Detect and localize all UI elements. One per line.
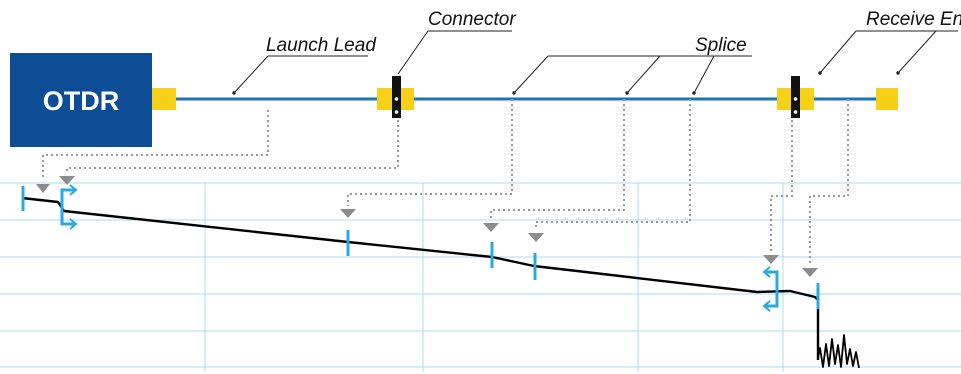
event-triangle (483, 223, 499, 232)
event-leaders (42, 99, 849, 266)
otdr-label: OTDR (43, 86, 120, 116)
receive-end-pad (876, 88, 898, 110)
blue-event-markers (21, 184, 820, 312)
receive-leader-2 (897, 30, 937, 74)
event-leader-splice-3 (535, 99, 691, 230)
otdr-noise (817, 334, 860, 369)
event-leader-launch-connector (66, 120, 399, 172)
label-splice: Splice (513, 35, 752, 94)
otdr-port-pad (152, 88, 176, 110)
marker-receive-arrow-bottom (762, 300, 771, 312)
label-launch-lead: Launch Lead (233, 35, 377, 94)
splice-leader-1 (513, 55, 549, 94)
event-markers (36, 176, 818, 277)
marker-launch-arrow-top (69, 184, 78, 196)
marker-receive-arrow-top (762, 266, 771, 278)
marker-receive-bracket (765, 270, 779, 308)
splice-label: Splice (695, 35, 747, 56)
event-leader-end (809, 99, 849, 266)
event-triangle (763, 255, 779, 264)
event-leader-splice-2 (490, 99, 625, 220)
marker-launch-bracket (60, 188, 75, 226)
splice-leader-3 (693, 55, 715, 94)
splice-leader-2 (626, 55, 661, 94)
event-triangle (528, 233, 544, 242)
event-triangle (36, 184, 50, 193)
event-triangle (340, 209, 356, 218)
marker-launch-arrow-bottom (69, 218, 78, 230)
launch-lead-leader (233, 55, 368, 94)
otdr-device: OTDR (10, 53, 152, 147)
otdr-box (10, 53, 152, 147)
connector-leader (397, 30, 512, 75)
connector-label: Connector (428, 9, 516, 30)
label-receive-end: Receive End (819, 9, 961, 74)
event-leader-receive-connector (770, 120, 793, 254)
event-triangle (59, 176, 75, 185)
receive-leader-1 (819, 30, 857, 74)
label-connector: Connector (397, 9, 516, 75)
event-leader-splice-1 (347, 99, 513, 206)
otdr-trace (21, 196, 820, 360)
connector-1-icon (392, 76, 401, 118)
connector-2-icon (791, 76, 800, 118)
event-triangle (802, 268, 818, 277)
receive-end-label: Receive End (866, 9, 961, 30)
event-leader-start (42, 110, 269, 178)
launch-lead-label: Launch Lead (266, 35, 377, 56)
